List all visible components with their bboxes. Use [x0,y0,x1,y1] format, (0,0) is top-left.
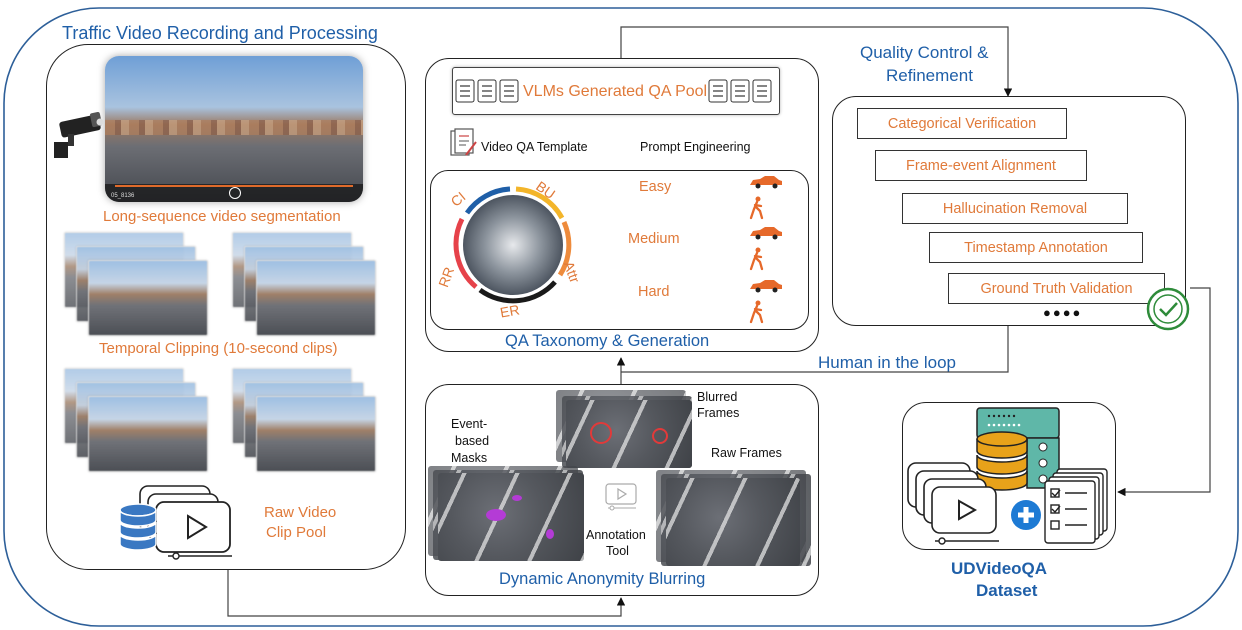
taxonomy-title: QA Taxonomy & Generation [505,332,710,350]
arrow-to-blurring [227,568,626,617]
database-video-icon [119,485,232,560]
blurred-label-2: Frames [697,406,740,420]
quality-title-1: Quality Control & [860,43,989,62]
annotation-label-2: Tool [606,544,629,558]
human-loop-label: Human in the loop [818,353,956,372]
segmentation-label: Long-sequence video segmentation [103,208,341,225]
dataset-illustration [907,407,1108,545]
outer-frame [3,7,1239,627]
camera-icon [54,112,104,158]
video-player-icon [605,483,637,511]
plus-icon [1011,500,1041,530]
car-icon [750,176,782,189]
level-medium: Medium [628,231,680,247]
play-control-icon[interactable] [229,187,241,199]
dataset-name-1: UDVideoQA [951,559,1048,578]
arrow-to-quality [620,26,1013,97]
dataset-name-2: Dataset [976,581,1038,600]
document-stack-icon-right [708,79,772,103]
masks-label-2: based [455,434,490,448]
template-document-icon [450,128,477,156]
document-stack-icon-left [455,79,519,103]
level-hard: Hard [638,284,670,300]
step-ground-truth-validation: Ground Truth Validation [948,273,1165,304]
arrow-to-dataset [1117,287,1211,497]
step-timestamp-annotation: Timestamp Annotation [929,232,1143,263]
qa-pool-label: VLMs Generated QA Pool [523,83,708,100]
human-loop-line [621,326,1009,373]
car-icon [750,227,782,240]
taxonomy-ring [453,186,572,304]
video-timestamp: 05_8136 [111,193,135,199]
annotation-label-1: Annotation [586,528,646,542]
quality-title-2: Refinement [886,66,973,85]
pedestrian-icon [749,300,764,324]
pool-label-1: Raw Video [264,504,337,521]
check-circle-icon [1146,287,1190,331]
masks-label-1: Event- [451,417,488,431]
pedestrian-icon [749,247,764,271]
blurred-label-1: Blurred [697,390,738,404]
long-video-thumbnail: 05_8136 [105,56,363,202]
recording-title: Traffic Video Recording and Processing [62,23,378,43]
ring-label-er: ER [498,301,521,321]
step-hallucination-removal: Hallucination Removal [902,193,1128,224]
checklist-icon [1044,468,1108,544]
masks-label-3: Masks [451,451,488,465]
video-stack-icon [907,462,997,534]
prompt-label: Prompt Engineering [640,140,751,154]
database-icon [976,431,1028,491]
step-frame-event-alignment: Frame-event Alignment [875,150,1087,181]
step-categorical-verification: Categorical Verification [857,108,1067,139]
pedestrian-icon [749,196,764,220]
clipping-label: Temporal Clipping (10-second clips) [99,340,338,357]
more-steps-dots: ●●●● [1043,305,1083,320]
blurring-title: Dynamic Anonymity Blurring [499,570,706,588]
template-label: Video QA Template [481,140,588,154]
car-icon [750,280,782,293]
raw-frames-label: Raw Frames [711,446,782,460]
level-easy: Easy [639,179,672,195]
pool-label-2: Clip Pool [266,524,327,541]
